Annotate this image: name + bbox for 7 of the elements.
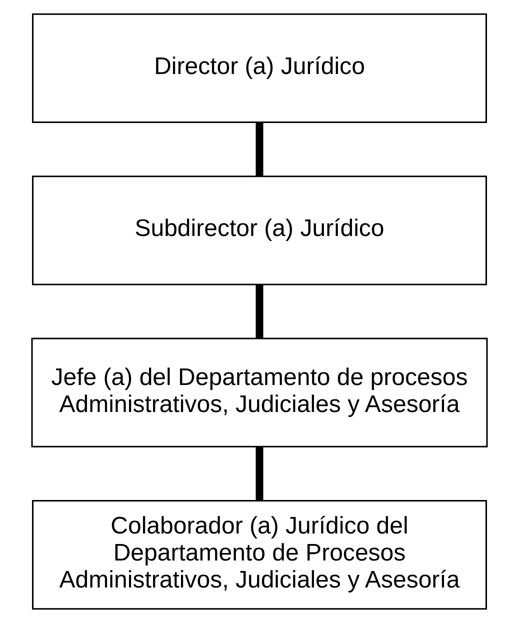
- connector: [256, 284, 264, 338]
- node-box: Subdirector (a) Jurídico: [32, 176, 487, 286]
- connector: [256, 446, 264, 500]
- node-box: Jefe (a) del Departamento de procesos Administrativos, Judiciales y Asesoría: [31, 338, 488, 448]
- node-box: Director (a) Jurídico: [32, 13, 487, 124]
- node-box: Colaborador (a) Jurídico del Departamento de Procesos Administrativos, Judiciales y Asesoría: [32, 500, 487, 610]
- connector: [256, 122, 264, 176]
